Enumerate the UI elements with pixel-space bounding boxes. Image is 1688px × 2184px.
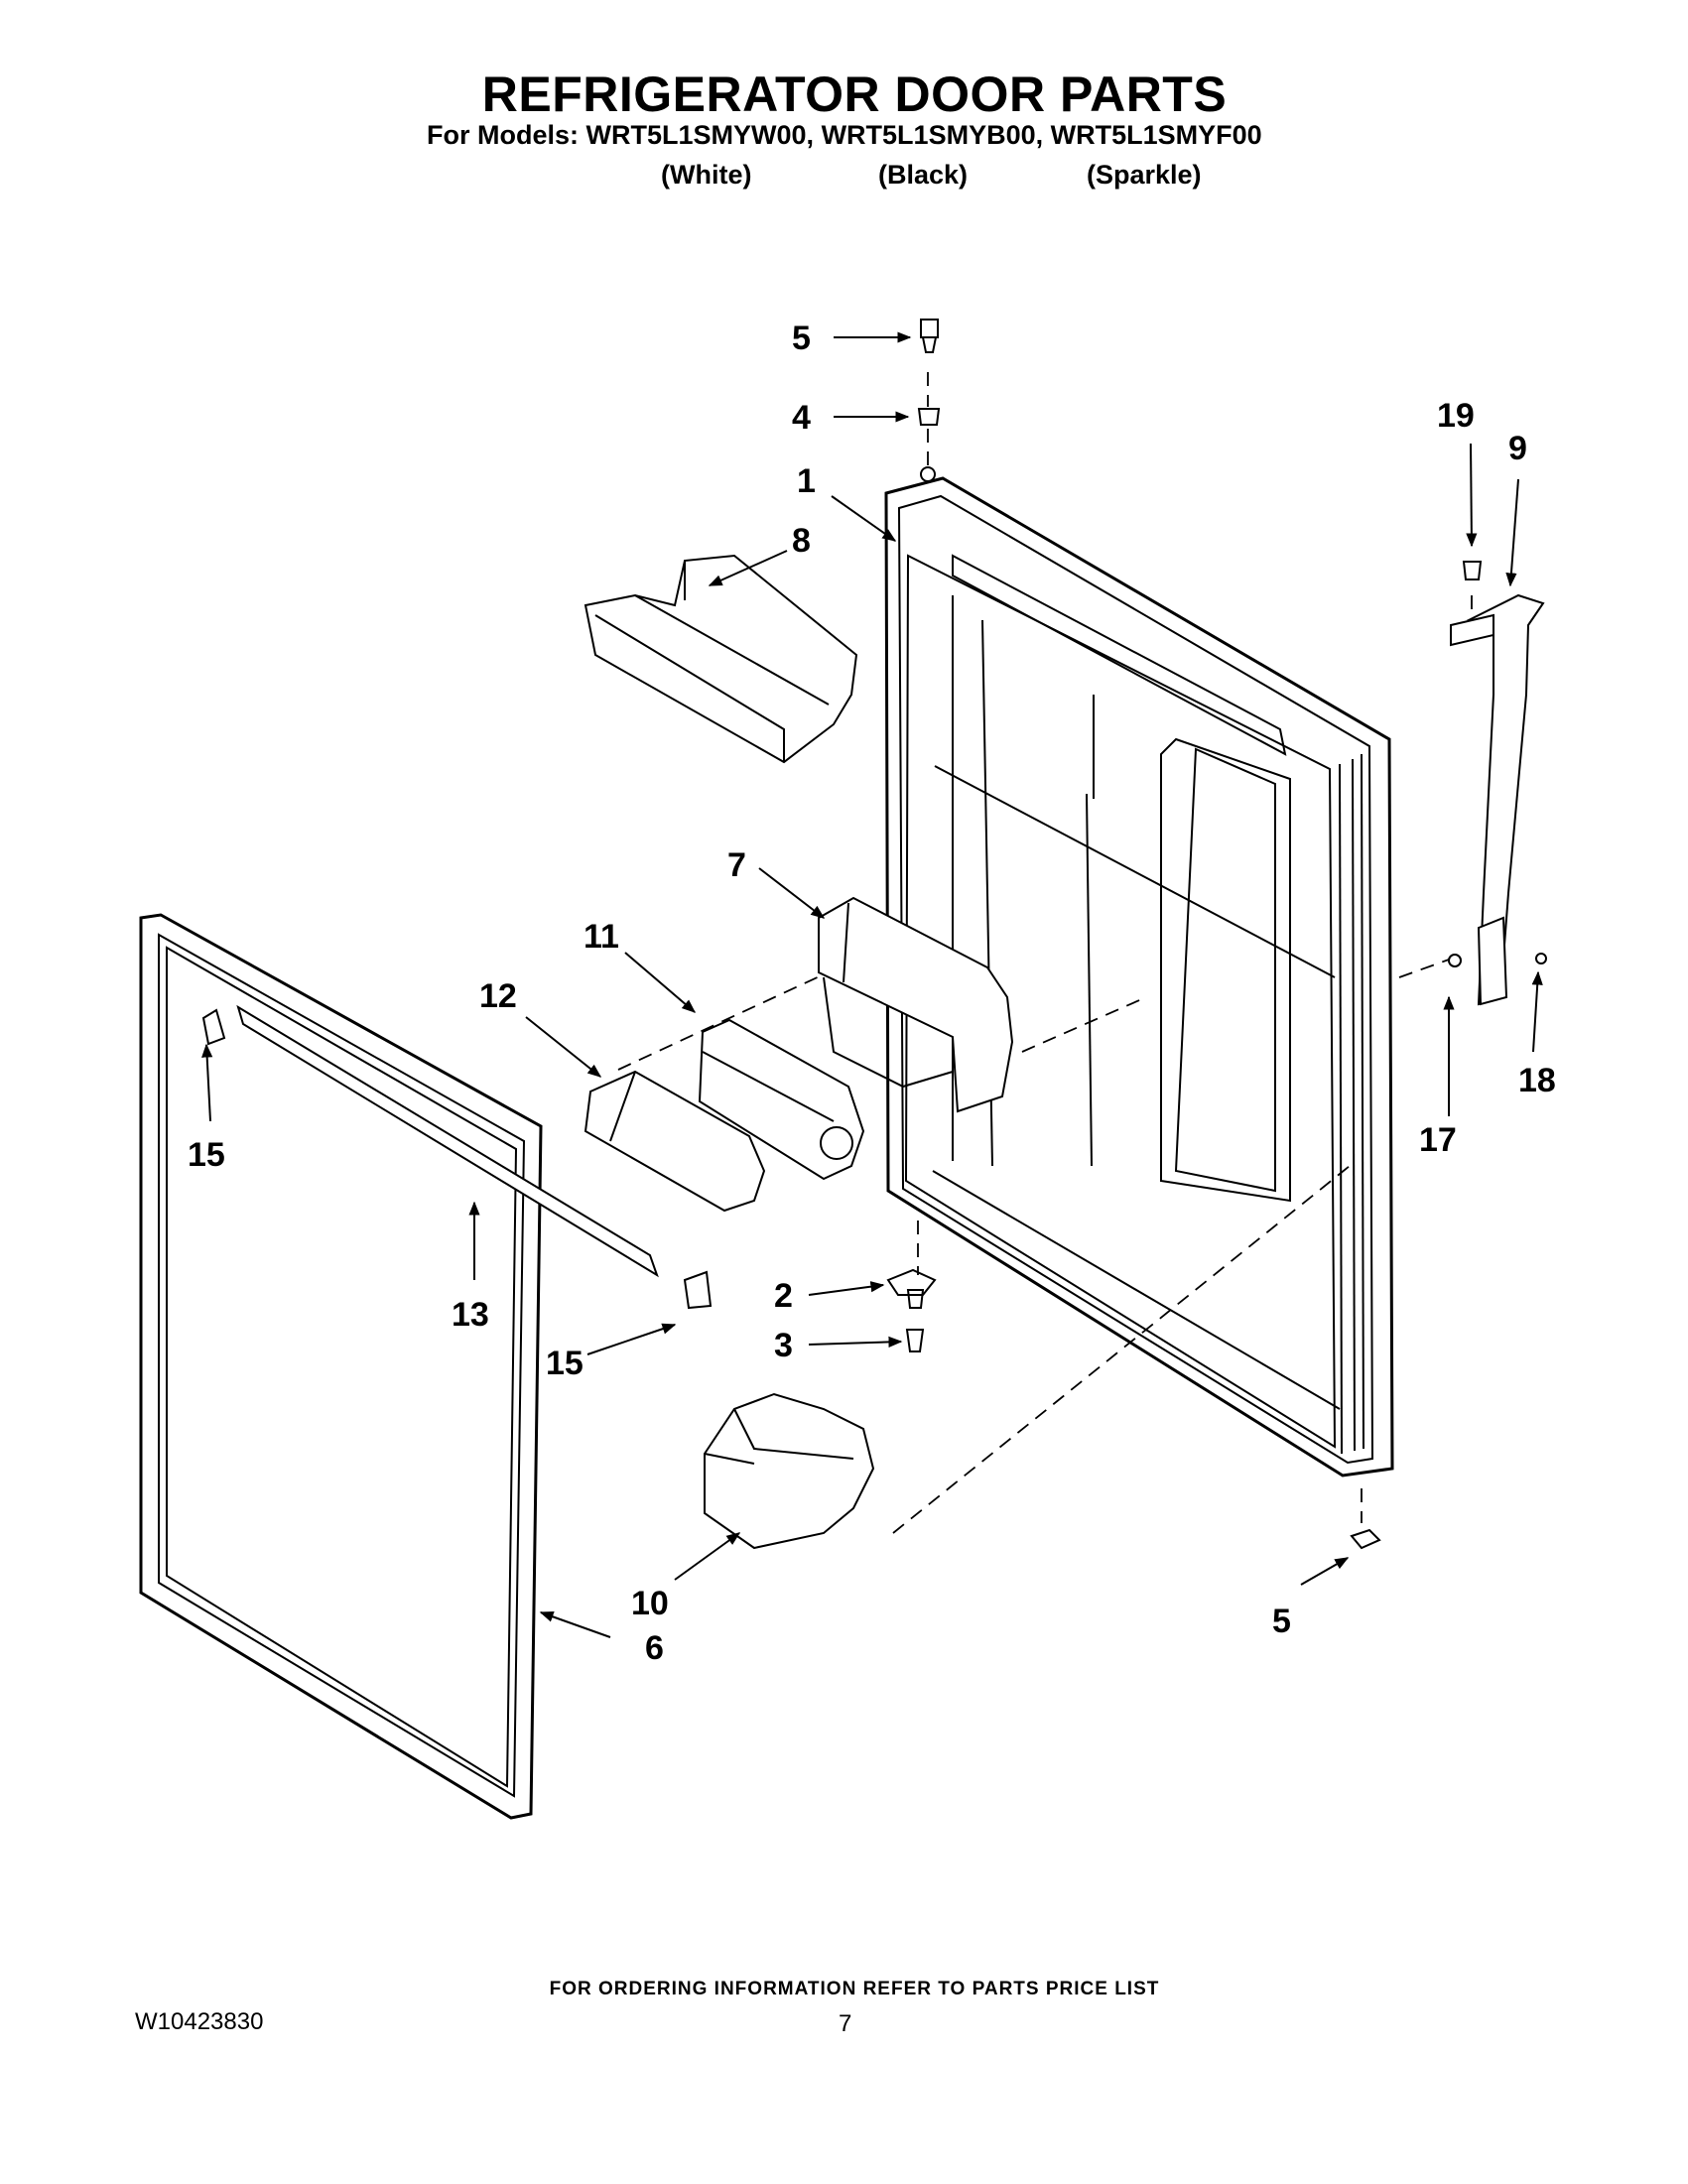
document-number: W10423830	[135, 2008, 264, 2035]
model-list: For Models: WRT5L1SMYW00, WRT5L1SMYB00, …	[427, 120, 1262, 151]
model-sparkle: WRT5L1SMYF00	[1050, 120, 1262, 150]
door-bin-top-part	[584, 554, 858, 764]
ordering-info-footer: FOR ORDERING INFORMATION REFER TO PARTS …	[549, 1979, 1160, 1999]
callout-11: 11	[584, 918, 619, 956]
callout-15-lower: 15	[546, 1345, 584, 1382]
callout-15-upper: 15	[188, 1136, 225, 1174]
callout-5-bottom: 5	[1272, 1603, 1291, 1640]
callout-13: 13	[452, 1296, 489, 1334]
shelf-rail-part	[201, 1004, 713, 1310]
door-liner-part	[884, 476, 1394, 1477]
dairy-bin-part	[698, 1018, 865, 1181]
callout-18: 18	[1518, 1062, 1556, 1099]
callout-3: 3	[774, 1327, 793, 1364]
callout-19: 19	[1437, 397, 1475, 435]
page-number: 7	[839, 2010, 852, 2037]
assembly-guide-lines	[617, 372, 1473, 1534]
models-prefix: For Models:	[427, 120, 579, 150]
callout-8: 8	[792, 522, 811, 560]
callout-6: 6	[645, 1629, 664, 1667]
page-title: REFRIGERATOR DOOR PARTS	[481, 66, 1228, 122]
callout-5-top: 5	[792, 320, 811, 357]
callout-12: 12	[479, 977, 517, 1015]
model-white: WRT5L1SMYW00,	[585, 120, 815, 150]
dairy-door-part	[818, 896, 1014, 1113]
callout-10: 10	[631, 1585, 669, 1622]
callout-4: 4	[792, 399, 811, 437]
callout-arrows	[201, 331, 1543, 1638]
callout-7: 7	[727, 846, 746, 884]
callout-2: 2	[774, 1277, 793, 1315]
color-sparkle: (Sparkle)	[1087, 160, 1202, 190]
door-bin-lower-part	[704, 1392, 875, 1550]
dairy-cover-part	[584, 1070, 766, 1213]
color-black: (Black)	[878, 160, 969, 190]
model-black: WRT5L1SMYB00,	[821, 120, 1044, 150]
hardware-parts	[886, 319, 1547, 1550]
door-handle-part	[1450, 593, 1545, 1006]
callout-17: 17	[1419, 1121, 1457, 1159]
color-white: (White)	[661, 160, 752, 190]
callout-9: 9	[1508, 430, 1527, 467]
callout-1: 1	[797, 462, 816, 500]
door-gasket-part	[139, 913, 543, 1820]
